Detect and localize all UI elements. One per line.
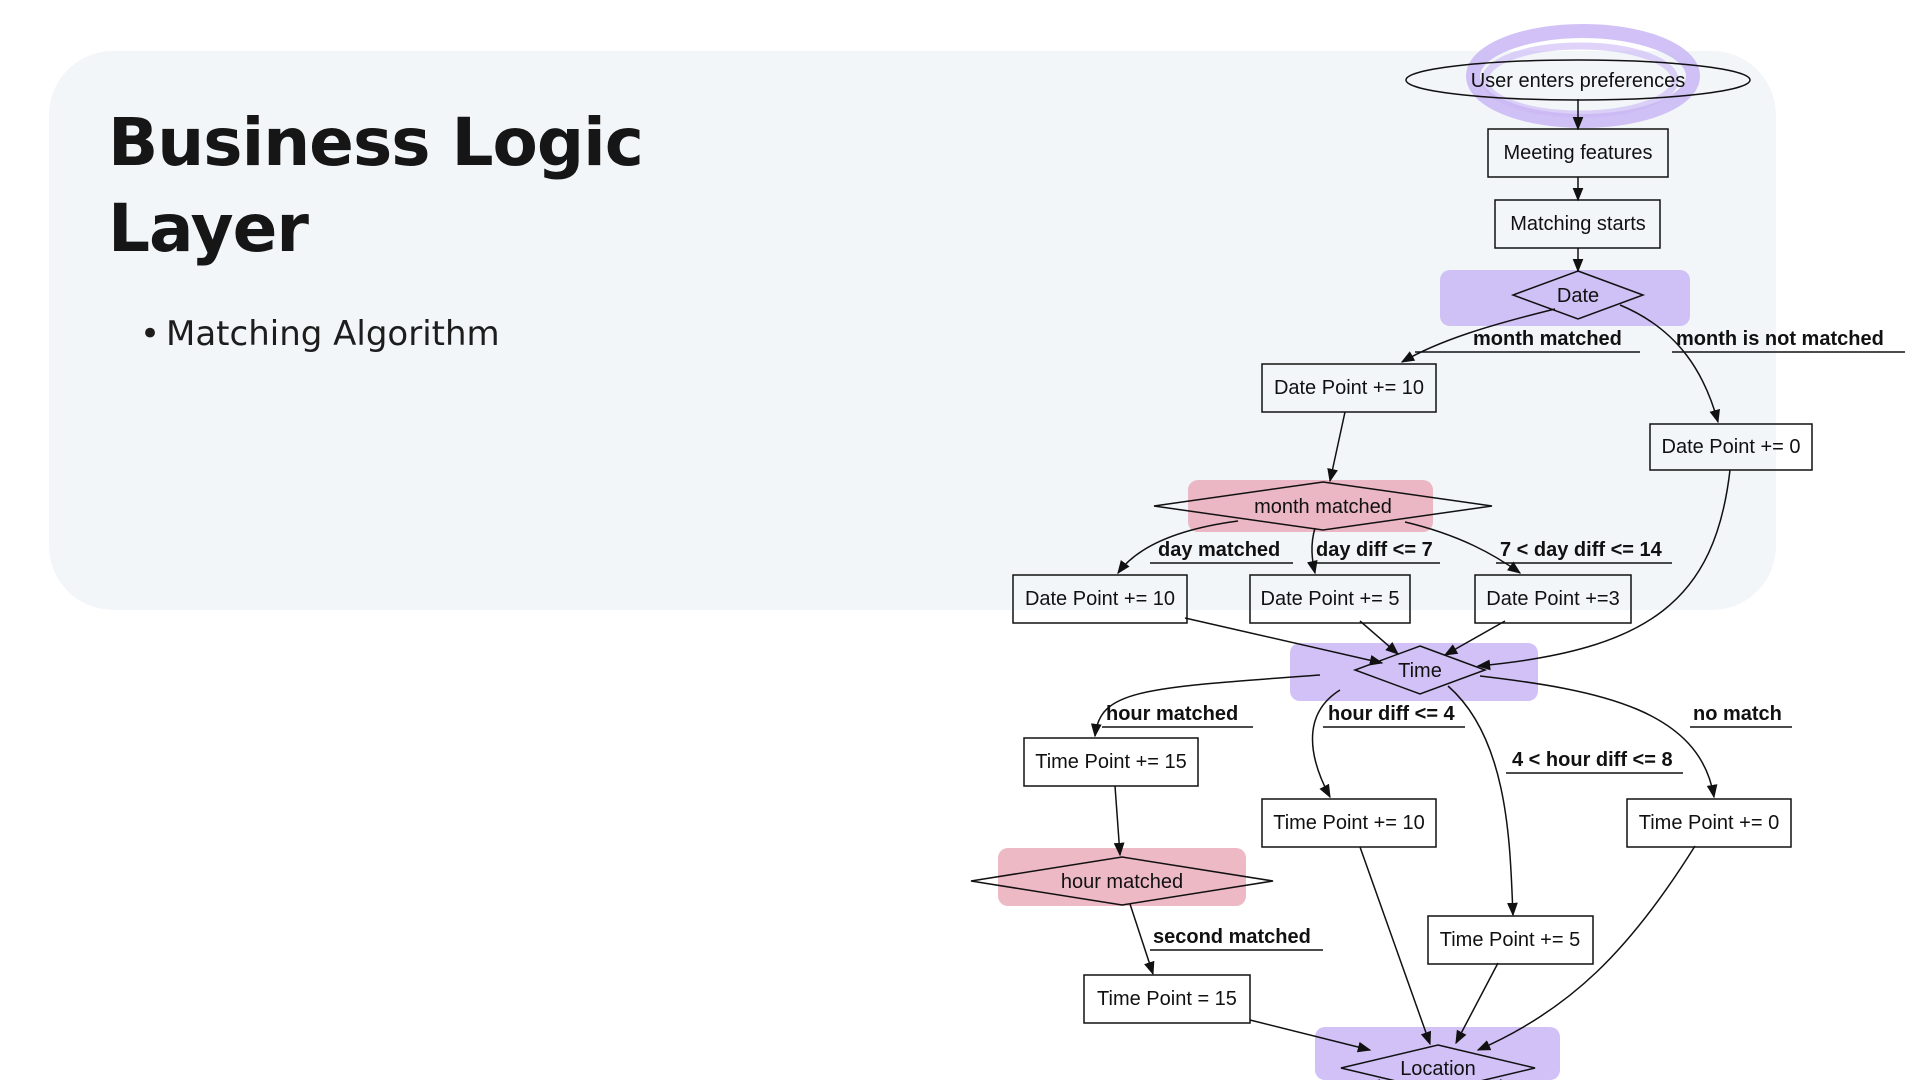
date-highlight — [1440, 270, 1690, 326]
edge-tp5-location — [1455, 962, 1499, 1045]
node-start: User enters preferences — [1405, 59, 1751, 101]
edge-tp15eq-location — [1249, 1019, 1372, 1053]
edge-month-dp3 — [1404, 521, 1522, 574]
edge-hour-tp15eq — [1129, 903, 1155, 976]
edge-time-tp15 — [1090, 674, 1321, 738]
edge-label-second-matched: second matched — [1153, 926, 1311, 948]
node-dp3-label: Date Point +=3 — [1486, 588, 1619, 610]
edge-tp0-location — [1476, 845, 1696, 1051]
node-tp10-label: Time Point += 10 — [1273, 812, 1425, 834]
node-dp10-label: Date Point += 10 — [1274, 377, 1424, 399]
node-location-label: Location — [1400, 1058, 1476, 1080]
edge-dp0-time — [1476, 469, 1731, 671]
edge-label-hour-matched: hour matched — [1106, 703, 1238, 725]
node-hour-matched-label: hour matched — [1061, 871, 1183, 893]
edge-date-dp10 — [1400, 308, 1556, 363]
node-tp5-label: Time Point += 5 — [1440, 929, 1580, 951]
edge-label-day-matched: day matched — [1158, 539, 1280, 561]
node-tp5: Time Point += 5 — [1427, 915, 1594, 965]
edge-label-hour-diff-8: 4 < hour diff <= 8 — [1512, 749, 1673, 771]
edge-time-tp10 — [1311, 689, 1341, 799]
edge-label-no-match: no match — [1693, 703, 1782, 725]
node-tp15-label: Time Point += 15 — [1035, 751, 1187, 773]
node-location: Location — [1340, 1044, 1536, 1080]
edge-time-tp0 — [1479, 675, 1718, 799]
edge-dp10b-time — [1184, 617, 1384, 666]
edge-label-layer: month matched month is not matched day m… — [1102, 328, 1905, 951]
node-date: Date — [1510, 270, 1646, 320]
node-matching: Matching starts — [1494, 199, 1661, 249]
node-hour-matched: hour matched — [970, 856, 1274, 906]
node-dp0-label: Date Point += 0 — [1662, 436, 1801, 458]
node-tp0: Time Point += 0 — [1626, 798, 1792, 848]
node-dp3: Date Point +=3 — [1474, 574, 1632, 624]
bullet-list: Matching Algorithm — [140, 314, 500, 354]
node-matching-label: Matching starts — [1510, 213, 1646, 235]
edge-label-day-diff-14: 7 < day diff <= 14 — [1500, 539, 1663, 561]
edge-label-month-not-matched: month is not matched — [1676, 328, 1884, 350]
node-meeting-label: Meeting features — [1504, 142, 1653, 164]
edge-dp3-time — [1443, 620, 1506, 656]
node-tp15: Time Point += 15 — [1023, 737, 1199, 787]
node-time: Time — [1352, 645, 1488, 695]
node-tp0-label: Time Point += 0 — [1639, 812, 1779, 834]
node-tp10: Time Point += 10 — [1261, 798, 1437, 848]
edge-label-month-matched: month matched — [1473, 328, 1622, 350]
node-meeting: Meeting features — [1487, 128, 1669, 178]
bullet-item: Matching Algorithm — [140, 314, 500, 354]
edge-time-tp5 — [1447, 685, 1518, 917]
time-highlight — [1290, 643, 1538, 701]
node-dp5-label: Date Point += 5 — [1261, 588, 1400, 610]
node-dp10: Date Point += 10 — [1261, 363, 1437, 413]
node-date-label: Date — [1557, 285, 1599, 307]
edge-date-dp0 — [1619, 304, 1720, 424]
slide-title: Business Logic Layer — [108, 104, 644, 267]
edge-label-hour-diff-4: hour diff <= 4 — [1328, 703, 1456, 725]
node-dp5: Date Point += 5 — [1249, 574, 1411, 624]
node-start-label: User enters preferences — [1471, 70, 1686, 92]
node-month-matched: month matched — [1153, 481, 1493, 531]
edge-month-dp10b — [1117, 520, 1239, 575]
highlight-layer — [998, 24, 1700, 1080]
edge-tp10-location — [1359, 846, 1432, 1046]
edge-tp15-hour — [1113, 785, 1125, 857]
edge-dp10-month — [1327, 411, 1346, 483]
node-time-label: Time — [1398, 660, 1442, 682]
edge-label-day-diff-7: day diff <= 7 — [1316, 539, 1433, 561]
edge-month-dp5 — [1307, 527, 1318, 575]
node-tp15eq: Time Point = 15 — [1083, 974, 1251, 1024]
hour-matched-highlight — [998, 848, 1246, 906]
node-month-matched-label: month matched — [1254, 496, 1392, 518]
edge-dp5-time — [1359, 620, 1400, 655]
node-tp15eq-label: Time Point = 15 — [1097, 988, 1237, 1010]
node-dp10b: Date Point += 10 — [1012, 574, 1188, 624]
edge-layer — [1090, 99, 1731, 1080]
node-dp0: Date Point += 0 — [1649, 423, 1813, 471]
node-dp10b-label: Date Point += 10 — [1025, 588, 1175, 610]
